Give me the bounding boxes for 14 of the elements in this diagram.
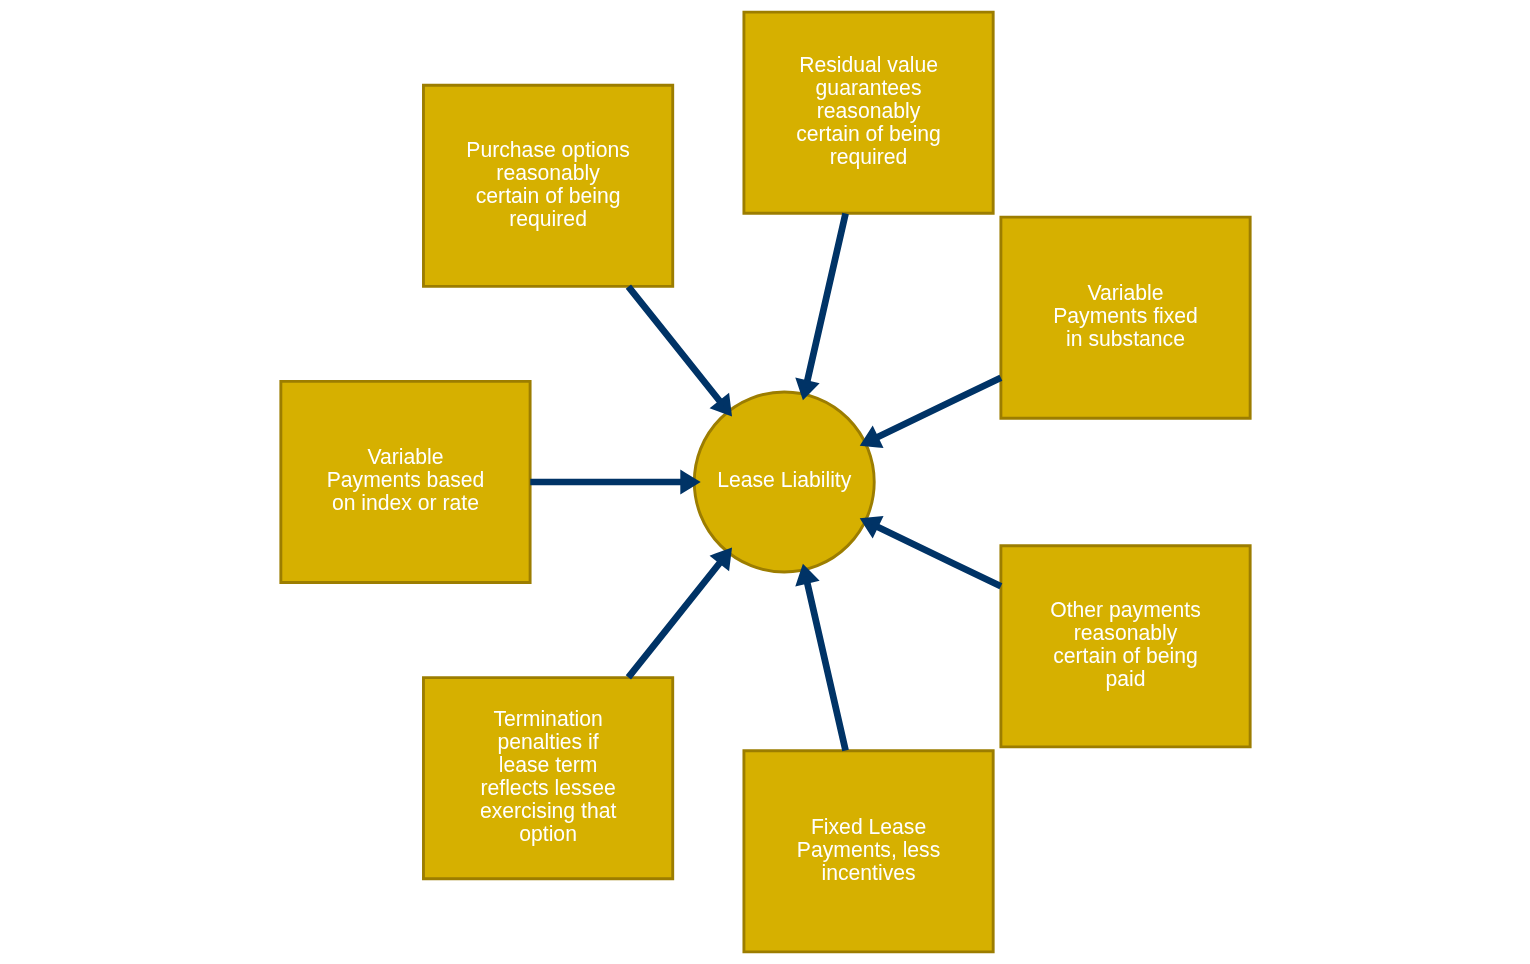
node-box: Fixed Lease Payments, less incentives [741, 749, 995, 954]
node-box: Other payments reasonably certain of being paid [998, 544, 1252, 749]
node-box: Termination penalties if lease term reflects lessee exercising that option [421, 676, 674, 881]
arrow [625, 284, 732, 417]
node-box: Variable Payments based on index or rate [278, 380, 532, 584]
arrow [625, 547, 732, 680]
arrow [859, 374, 1002, 449]
node-box: Purchase options reasonably certain of being required [421, 83, 674, 288]
arrow [859, 515, 1002, 590]
node-box: Residual value guarantees reasonably certain of being required [741, 10, 995, 215]
node-box: Variable Payments fixed in substance [998, 215, 1252, 420]
arrow [794, 212, 849, 401]
arrow [794, 563, 849, 752]
arrow [529, 469, 701, 495]
